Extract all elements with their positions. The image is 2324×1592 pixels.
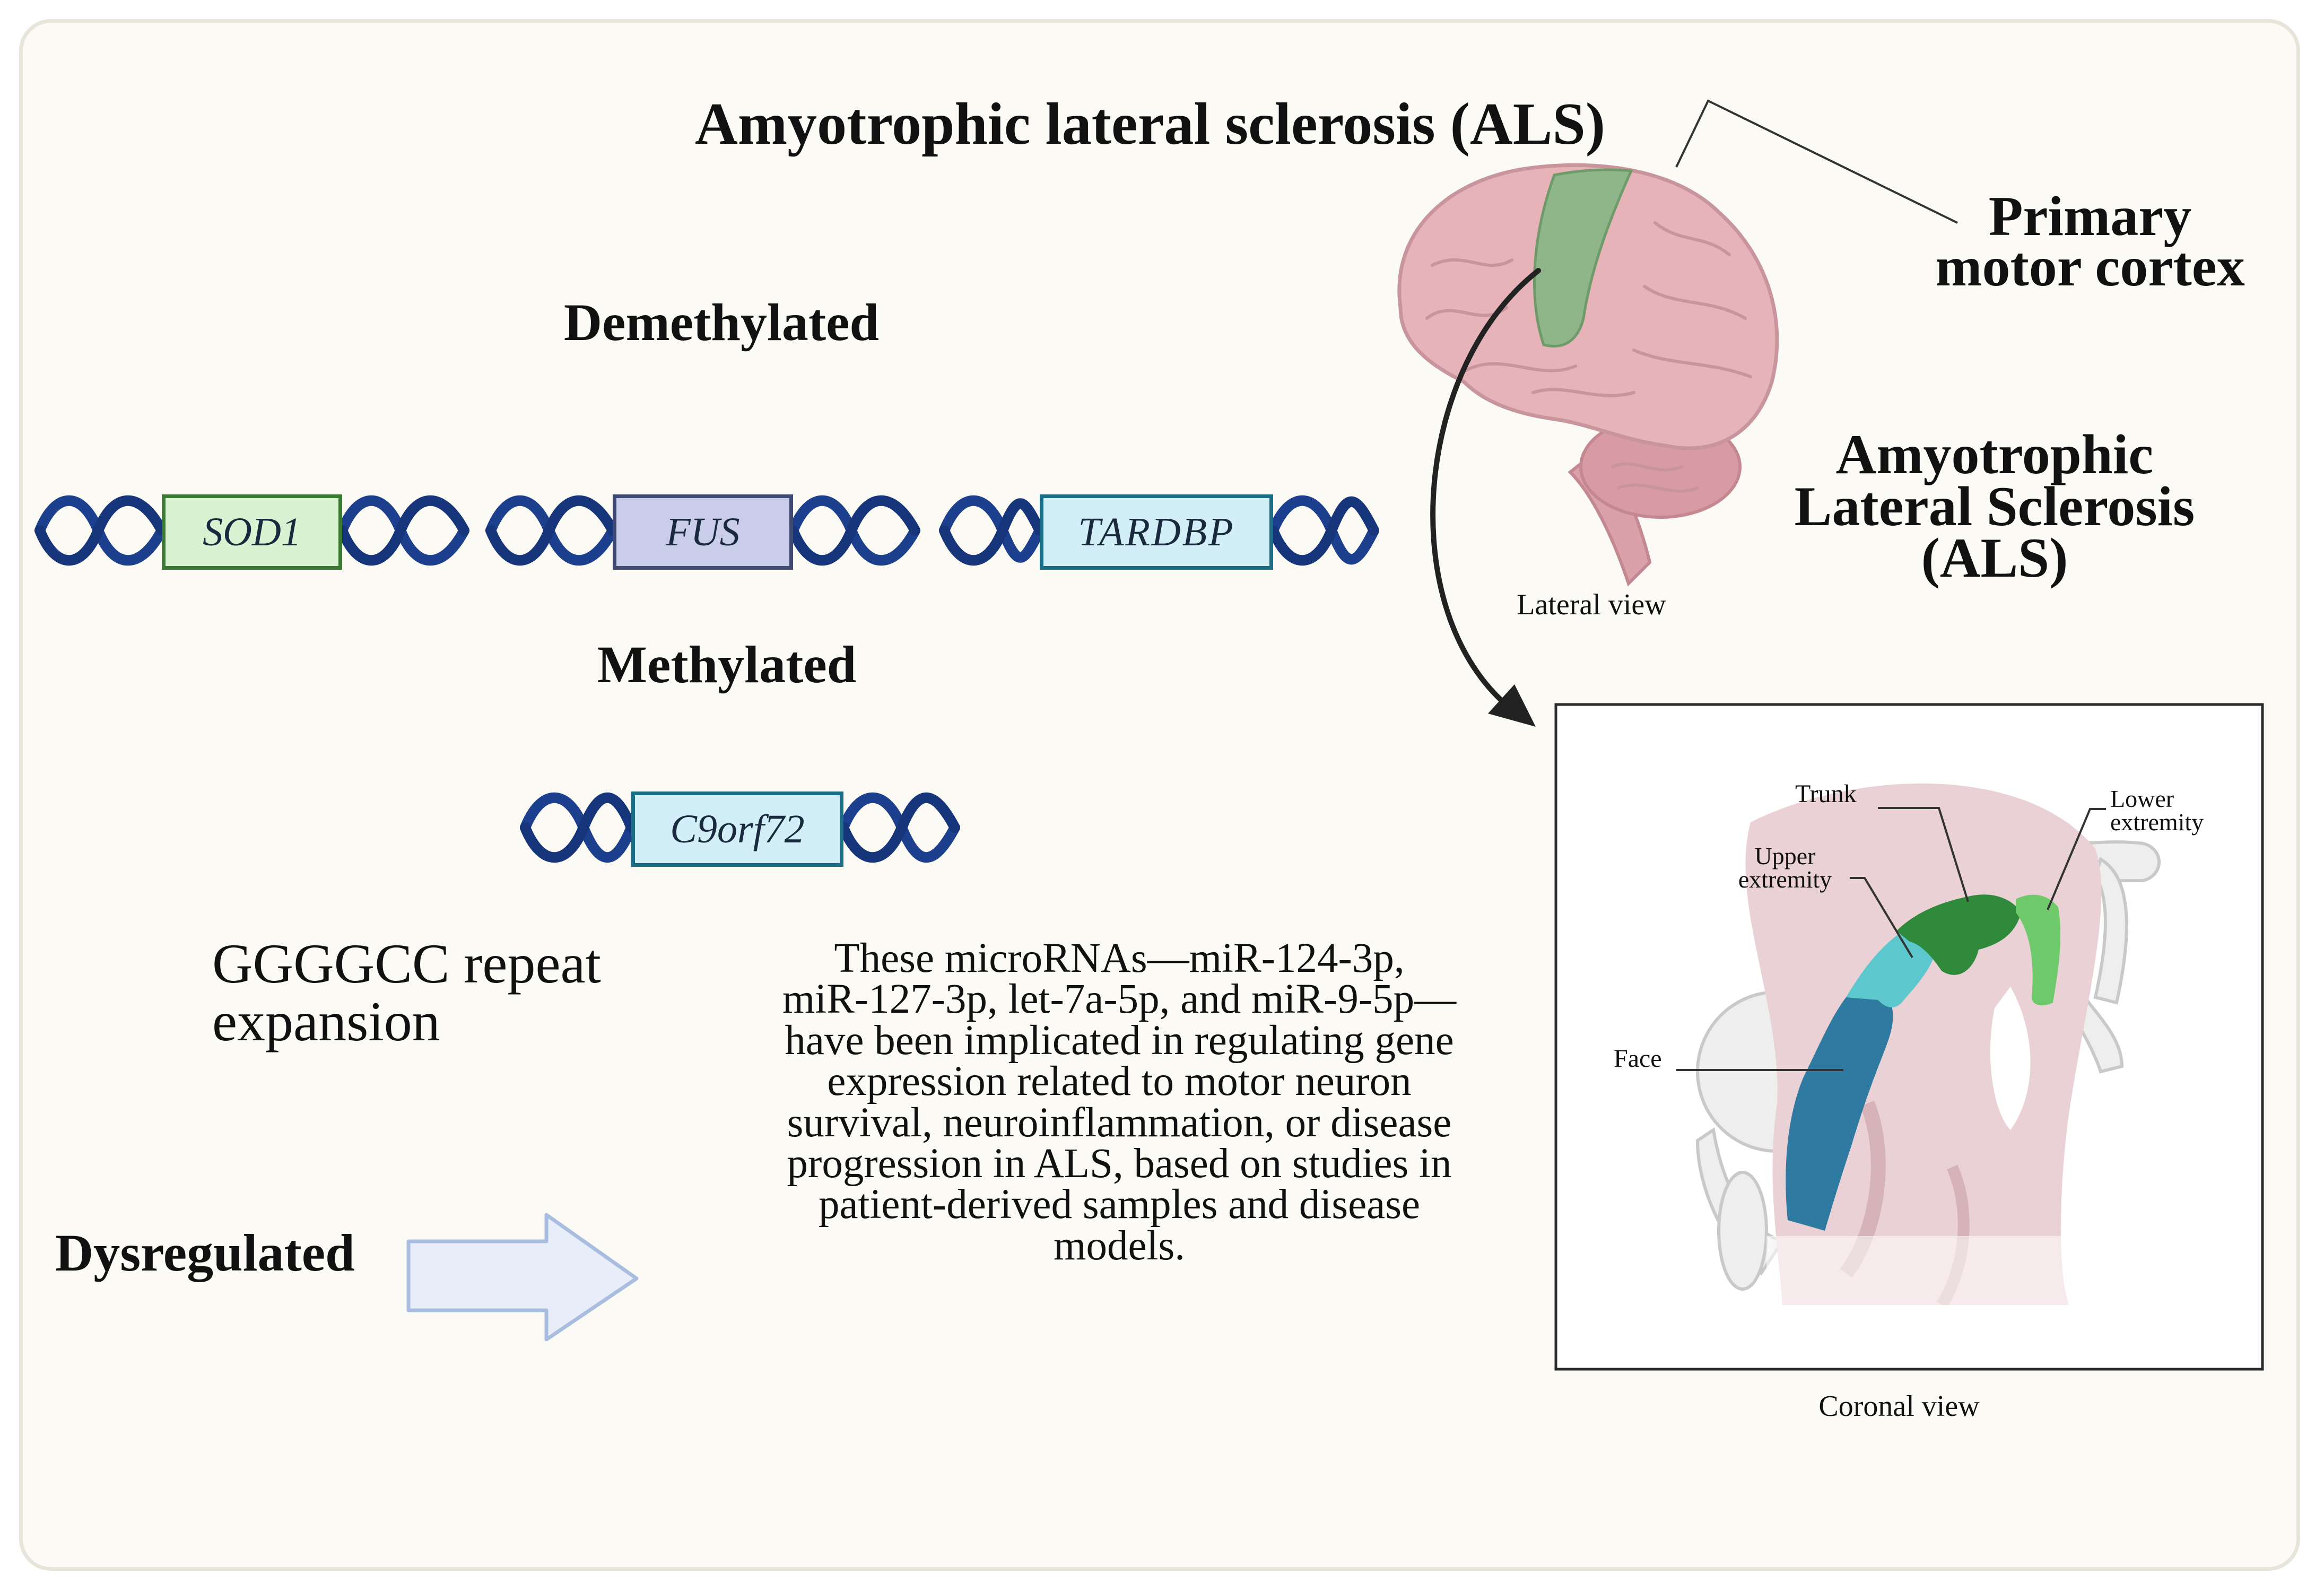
gene-box-fus: FUS: [613, 494, 793, 570]
mirna-line: survival, neuroinflammation, or disease: [787, 1099, 1452, 1146]
methylated-label: Methylated: [597, 635, 857, 694]
dysregulated-label: Dysregulated: [55, 1223, 355, 1282]
motor-cortex-pointer: [1675, 99, 1958, 224]
dna-helix-7b: [520, 792, 637, 863]
mirna-line: models.: [1054, 1222, 1185, 1269]
dna-helix-8b: [838, 792, 960, 863]
demethylated-label: Demethylated: [563, 293, 880, 352]
figure-title: Amyotrophic lateral sclerosis (ALS): [695, 91, 1606, 157]
dna-helix-group: [34, 495, 1379, 863]
coronal-illustration: [1676, 783, 2161, 1310]
dna-helix-6b: [1268, 496, 1379, 566]
brain-lateral-illustration: [1397, 163, 1779, 587]
coronal-view-caption: Coronal view: [1818, 1390, 1980, 1423]
dna-helix-4b: [788, 495, 920, 566]
als-label-line-2: Lateral Sclerosis: [1794, 475, 2195, 537]
als-label-line-3: (ALS): [1921, 527, 2068, 589]
face-label: Face: [1614, 1045, 1662, 1073]
mirna-line: patient-derived samples and disease: [818, 1181, 1421, 1228]
dna-helix-1b: [34, 495, 167, 566]
dysregulated-arrow: [406, 1213, 639, 1342]
trunk-label: Trunk: [1795, 780, 1857, 808]
lower-extremity-line-1: Lower: [2110, 785, 2174, 812]
face-region: [1786, 987, 1893, 1231]
gene-box-tardbp: TARDBP: [1040, 494, 1273, 570]
trunk-region: [1896, 894, 2021, 975]
mirna-line: have been implicated in regulating gene: [785, 1017, 1454, 1064]
dna-helix-2b: [337, 495, 469, 566]
dna-helix-3b: [485, 495, 618, 566]
lateral-view-caption: Lateral view: [1517, 588, 1666, 621]
lower-extremity-label: Lower extremity: [2110, 785, 2204, 836]
als-label-block: Amyotrophic Lateral Sclerosis (ALS): [1766, 423, 2223, 589]
view-transition-arrowhead: [1488, 684, 1536, 727]
primary-motor-cortex-label: Primary motor cortex: [1920, 185, 2260, 298]
als-label-line-1: Amyotrophic: [1835, 423, 2154, 485]
primary-motor-cortex-line-1: Primary: [1988, 185, 2192, 247]
upper-extremity-region: [1846, 929, 1936, 1008]
repeat-line-1: GGGGCC repeat: [212, 933, 601, 995]
repeat-expansion-label: GGGGCC repeat expansion: [212, 933, 601, 1053]
mirna-line: miR-127-3p, let-7a-5p, and miR-9-5p—: [782, 976, 1457, 1023]
mirna-paragraph: These microRNAs—miR-124-3p, miR-127-3p, …: [721, 935, 1517, 1269]
mirna-line: progression in ALS, based on studies in: [787, 1141, 1452, 1187]
gene-box-c9orf72: C9orf72: [631, 791, 843, 867]
upper-extremity-line-1: Upper: [1754, 842, 1816, 869]
repeat-line-2: expansion: [212, 990, 440, 1053]
coronal-leader-lines: [1676, 807, 2106, 1071]
primary-motor-cortex-line-2: motor cortex: [1935, 236, 2245, 298]
view-transition-arrow: [1430, 268, 1541, 703]
upper-extremity-line-2: extremity: [1738, 865, 1832, 893]
mirna-line: These microRNAs—miR-124-3p,: [834, 935, 1405, 981]
dna-helix-5b: [939, 498, 1045, 566]
gene-box-sod1: SOD1: [162, 494, 342, 570]
mirna-line: expression related to motor neuron: [827, 1058, 1412, 1105]
upper-extremity-label: Upper extremity: [1724, 842, 1846, 893]
lower-extremity-line-2: extremity: [2110, 808, 2204, 836]
lower-extremity-region: [2016, 894, 2061, 1006]
